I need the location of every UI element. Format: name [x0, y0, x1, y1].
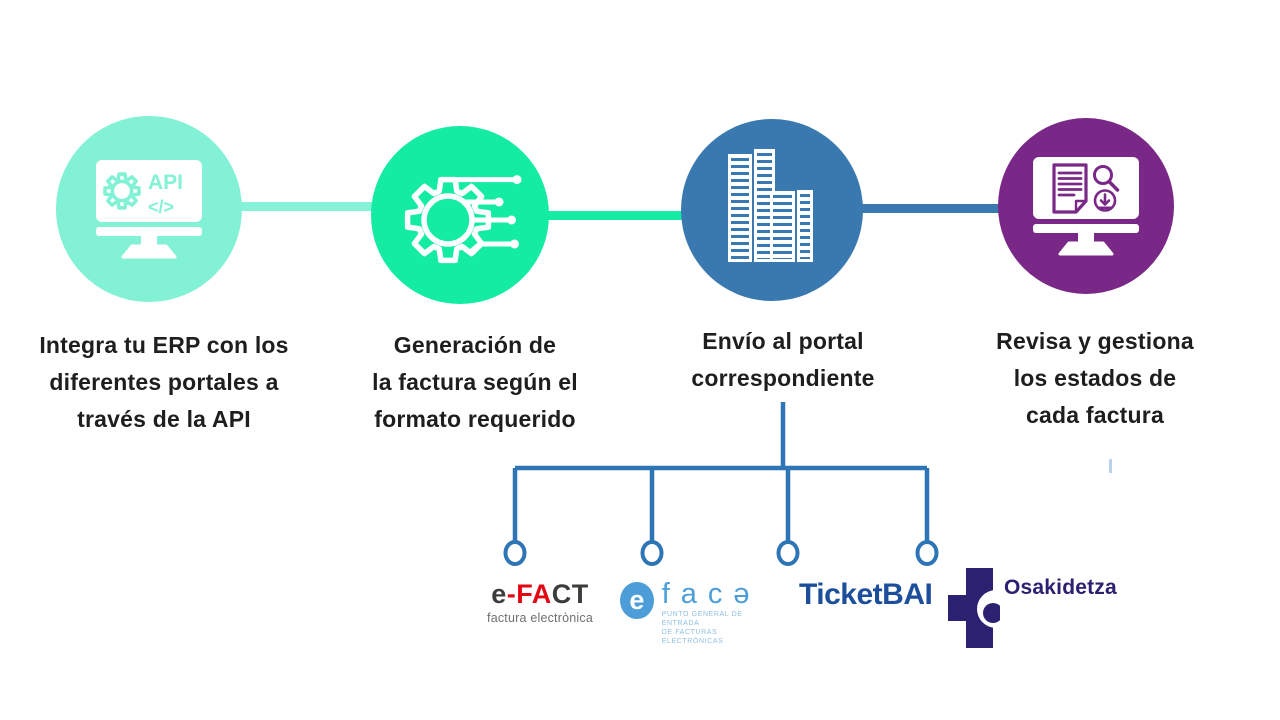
- portal-tree-connector: [503, 402, 939, 566]
- step-circle-send: [681, 119, 863, 301]
- face-badge-icon: e: [620, 582, 654, 619]
- stray-mark: [1109, 459, 1112, 473]
- monitor-review-icon: [1033, 157, 1139, 256]
- api-text: API: [148, 171, 183, 194]
- monitor-api-gear-icon: API </>: [96, 160, 202, 259]
- osakidetza-logo: Osakidetza: [948, 566, 1118, 648]
- efact-wordmark-fa: -FA: [506, 579, 552, 609]
- building-tower-2: [754, 149, 775, 262]
- face-tagline: PUNTO GENERAL DE ENTRADA DE FACTURAS ELE…: [661, 610, 743, 645]
- connector-step3-step4: [852, 204, 1007, 213]
- osakidetza-wordmark: Osakidetza: [1004, 576, 1117, 599]
- gear-circuit-icon: [404, 175, 522, 264]
- step-label-send: Envío al portal correspondiente: [691, 328, 875, 391]
- ticketbai-logo: TicketBAI: [799, 578, 933, 612]
- ticketbai-wordmark: TicketBAI: [799, 578, 933, 611]
- face-letters: facə: [661, 578, 761, 610]
- efact-wordmark-ct: CT: [551, 579, 589, 609]
- efact-tagline: factura electrònica: [487, 611, 593, 625]
- building-tower-3: [770, 191, 795, 262]
- step-circle-review: [998, 118, 1174, 294]
- connector-step2-step3: [538, 211, 693, 220]
- buildings-icon: [681, 119, 863, 301]
- step-label-integrate: Integra tu ERP con los diferentes portal…: [39, 332, 289, 432]
- step-circle-generate: [371, 126, 549, 304]
- step-label-review: Revisa y gestiona los estados de cada fa…: [996, 328, 1194, 428]
- face-logo: e facə PUNTO GENERAL DE ENTRADA DE FACTU…: [620, 578, 772, 646]
- efact-wordmark-e: e: [491, 579, 507, 609]
- building-tower-1: [728, 154, 752, 262]
- step-label-generate: Generación de la factura según el format…: [372, 332, 578, 432]
- step-circle-integrate: API </>: [56, 116, 242, 302]
- building-tower-4: [797, 190, 813, 262]
- efact-logo: e-FACT factura electrònica: [478, 581, 602, 626]
- code-tag-text: </>: [148, 197, 174, 217]
- efact-wordmark: e-FACT: [478, 581, 602, 608]
- osakidetza-cross-icon: [948, 568, 1000, 648]
- connector-step1-step2: [232, 202, 382, 211]
